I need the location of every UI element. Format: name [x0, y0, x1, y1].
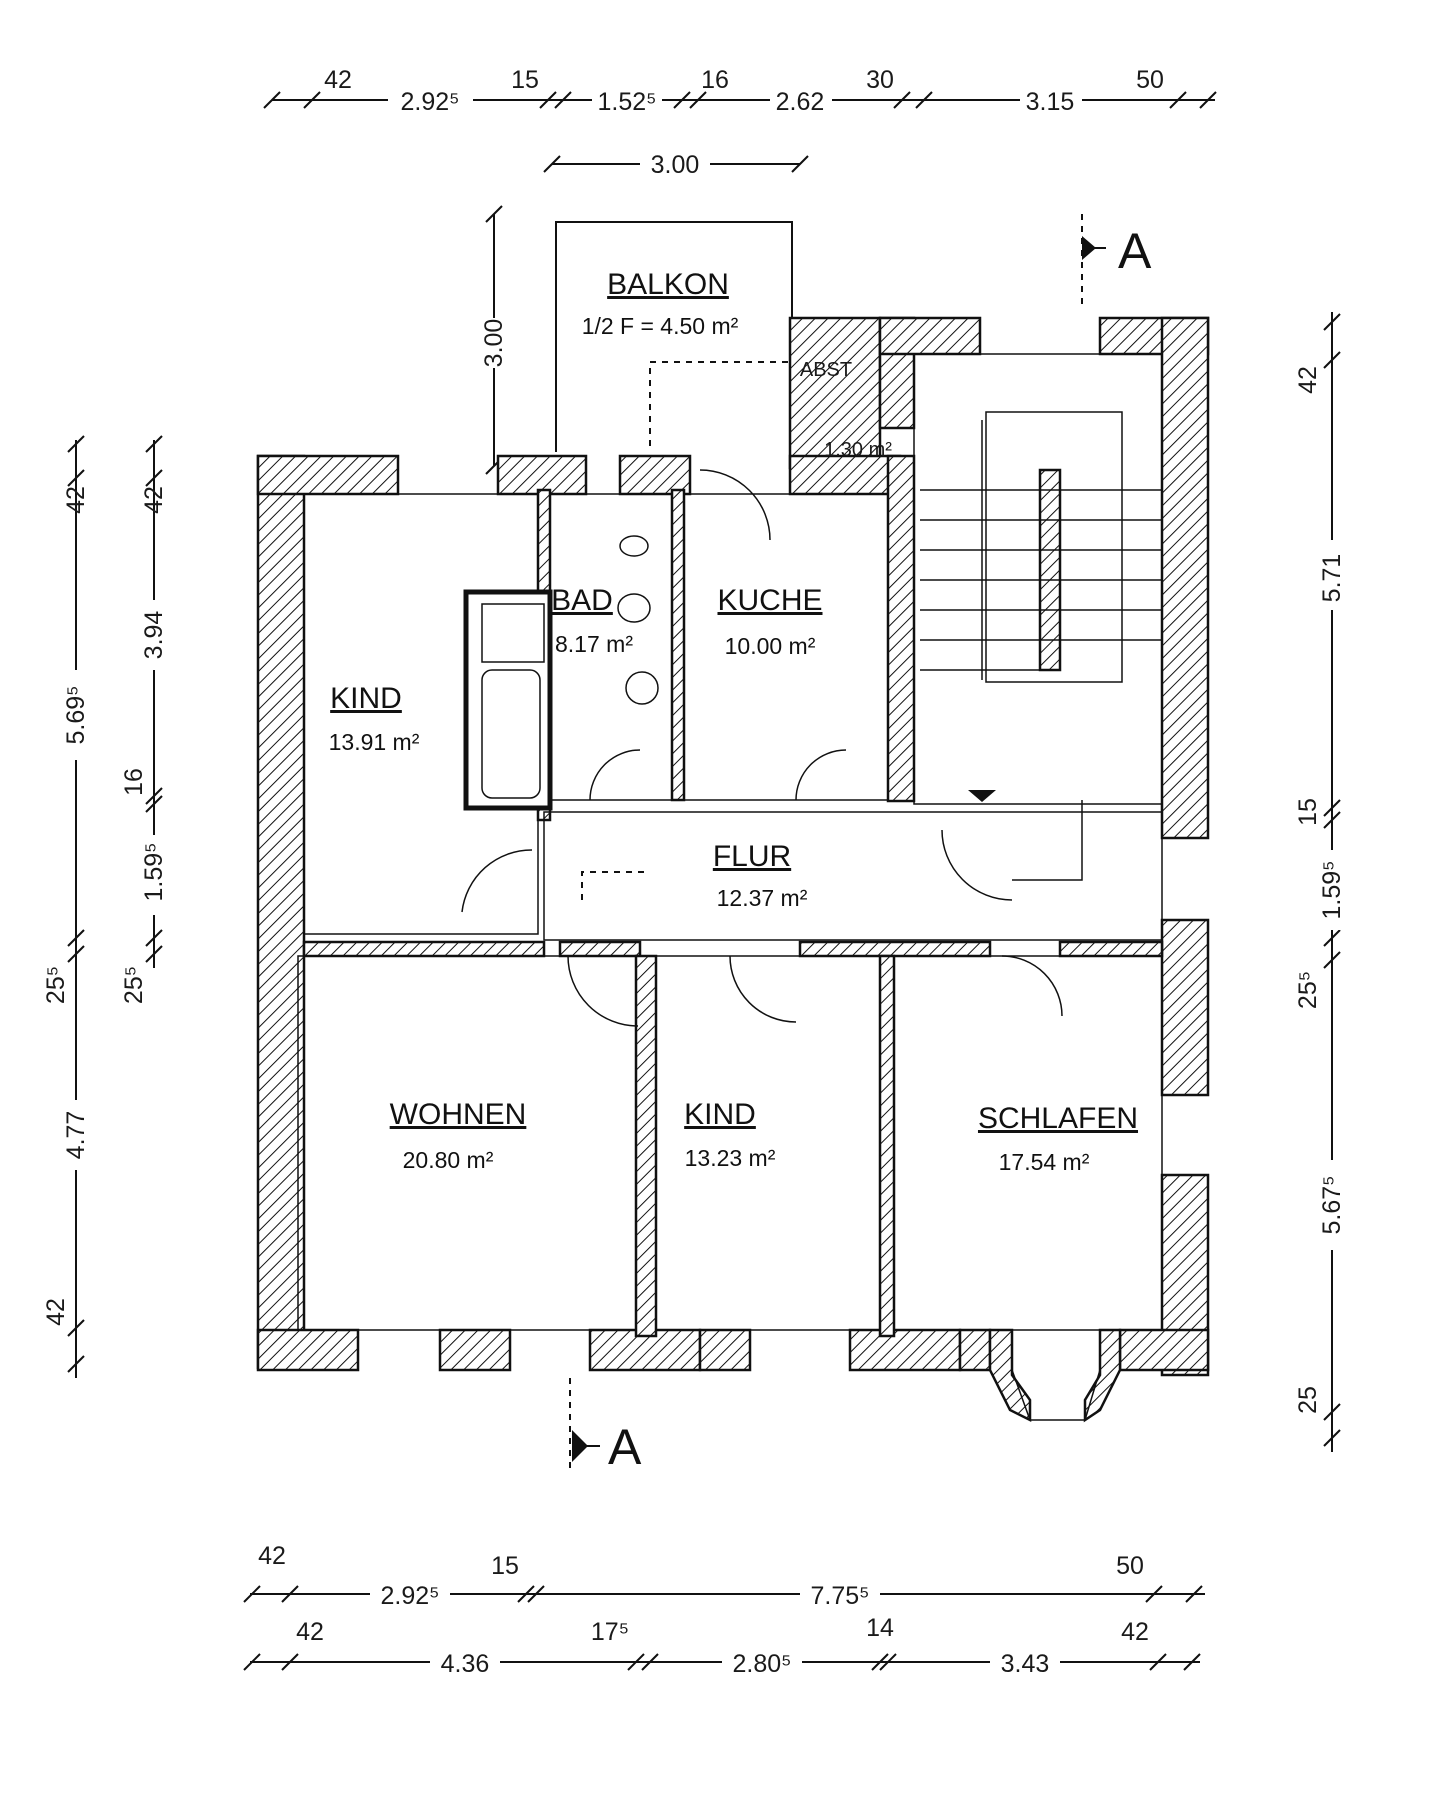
dim-label: 42 [296, 1618, 324, 1646]
room-area: 1/2 F = 4.50 m² [582, 313, 739, 339]
room-bad: BAD 8.17 m² [551, 584, 633, 657]
room-name: KUCHE [717, 584, 822, 617]
bottom-dimension-row-2: 42 4.36 17⁵ 2.80⁵ 14 3.43 42 [243, 1614, 1201, 1678]
dim-label: 3.00 [480, 319, 508, 368]
staircase [920, 411, 1162, 802]
dim-label: 1.52⁵ [597, 88, 656, 116]
top-dimension-row-1: 42 2.92⁵ 15 1.52⁵ 16 2.62 30 3.15 50 [263, 66, 1217, 116]
section-label: A [608, 1419, 642, 1475]
dim-label: 30 [866, 66, 894, 94]
room-name: ABST [800, 359, 852, 381]
room-kind-2: KIND 13.23 m² [684, 1098, 776, 1171]
dim-label: 5.67⁵ [1318, 1175, 1346, 1234]
dim-label: 1.59⁵ [1318, 860, 1346, 919]
room-area: 13.91 m² [329, 729, 420, 755]
dim-label: 15 [1294, 798, 1322, 826]
dim-label: 42 [258, 1542, 286, 1570]
room-name: KIND [684, 1098, 756, 1131]
room-area: 12.37 m² [717, 885, 808, 911]
dim-label: 25⁵ [42, 966, 70, 1004]
room-name: FLUR [713, 840, 791, 873]
dim-label: 3.15 [1026, 88, 1075, 116]
dim-label: 42 [62, 486, 90, 514]
dim-label: 15 [511, 66, 539, 94]
room-area: 10.00 m² [725, 633, 816, 659]
balkon [555, 221, 793, 452]
dim-label: 16 [120, 768, 148, 796]
dim-label: 4.77 [62, 1111, 90, 1160]
top-dimension-row-2: 3.00 [543, 150, 809, 179]
dim-label: 25 [1294, 1386, 1322, 1414]
bottom-dimension-row-1: 42 2.92⁵ 15 7.75⁵ 50 [243, 1542, 1205, 1610]
room-name: WOHNEN [390, 1098, 527, 1131]
dim-label: 5.71 [1318, 554, 1346, 603]
left-dimension-outer: 42 5.69⁵ 25⁵ 4.77 42 [42, 435, 90, 1378]
dim-label: 2.80⁵ [732, 1650, 791, 1678]
dim-label: 42 [324, 66, 352, 94]
room-kind-1: KIND 13.91 m² [329, 682, 420, 755]
left-dimension-inner: 42 3.94 16 1.59⁵ 25⁵ [120, 435, 168, 1004]
balkon-depth-dimension: 3.00 [480, 205, 508, 475]
room-abst: ABST 1.30 m² [800, 359, 892, 461]
dim-label: 42 [140, 486, 168, 514]
room-schlafen: SCHLAFEN 17.54 m² [978, 1102, 1138, 1175]
room-outlines [297, 353, 1163, 1421]
dim-label: 15 [491, 1552, 519, 1580]
dim-label: 42 [42, 1298, 70, 1326]
dim-label: 5.69⁵ [62, 685, 90, 744]
doors [461, 469, 1083, 1027]
washer-icon [625, 671, 659, 705]
room-flur: FLUR 12.37 m² [713, 840, 808, 911]
dim-label: 50 [1136, 66, 1164, 94]
section-marker-bottom: A [569, 1378, 642, 1475]
dim-label: 3.43 [1001, 1650, 1050, 1678]
section-marker-top: A [1081, 214, 1152, 306]
dim-label: 4.36 [441, 1650, 490, 1678]
dim-label: 2.92⁵ [400, 88, 459, 116]
dim-label: 2.92⁵ [380, 1582, 439, 1610]
room-area: 1.30 m² [824, 439, 892, 461]
bath-fixtures [463, 535, 659, 811]
dim-label: 50 [1116, 1552, 1144, 1580]
dim-label: 3.94 [140, 611, 168, 660]
dim-label: 25⁵ [120, 966, 148, 1004]
toilet-icon [619, 535, 649, 557]
room-area: 20.80 m² [403, 1147, 494, 1173]
room-area: 13.23 m² [685, 1145, 776, 1171]
dim-label: 2.62 [776, 88, 825, 116]
dim-label: 7.75⁵ [810, 1582, 869, 1610]
dim-label: 1.59⁵ [140, 842, 168, 901]
sink-icon [617, 593, 651, 623]
dim-label: 16 [701, 66, 729, 94]
room-area: 8.17 m² [555, 631, 633, 657]
room-wohnen: WOHNEN 20.80 m² [390, 1098, 527, 1173]
room-name: BALKON [607, 268, 729, 301]
section-label: A [1118, 223, 1152, 279]
room-name: SCHLAFEN [978, 1102, 1138, 1135]
right-dimension: 42 5.71 15 1.59⁵ 25⁵ 5.67⁵ 25 [1294, 312, 1346, 1452]
room-name: KIND [330, 682, 402, 715]
dim-label: 17⁵ [591, 1618, 629, 1646]
dim-label: 42 [1121, 1618, 1149, 1646]
room-name: BAD [551, 584, 613, 617]
room-balkon: BALKON 1/2 F = 4.50 m² [582, 268, 739, 339]
dim-label: 42 [1294, 366, 1322, 394]
dim-label: 14 [866, 1614, 894, 1642]
room-area: 17.54 m² [999, 1149, 1090, 1175]
dim-label: 3.00 [651, 151, 700, 179]
dim-label: 25⁵ [1294, 971, 1322, 1009]
room-kuche: KUCHE 10.00 m² [717, 584, 822, 659]
